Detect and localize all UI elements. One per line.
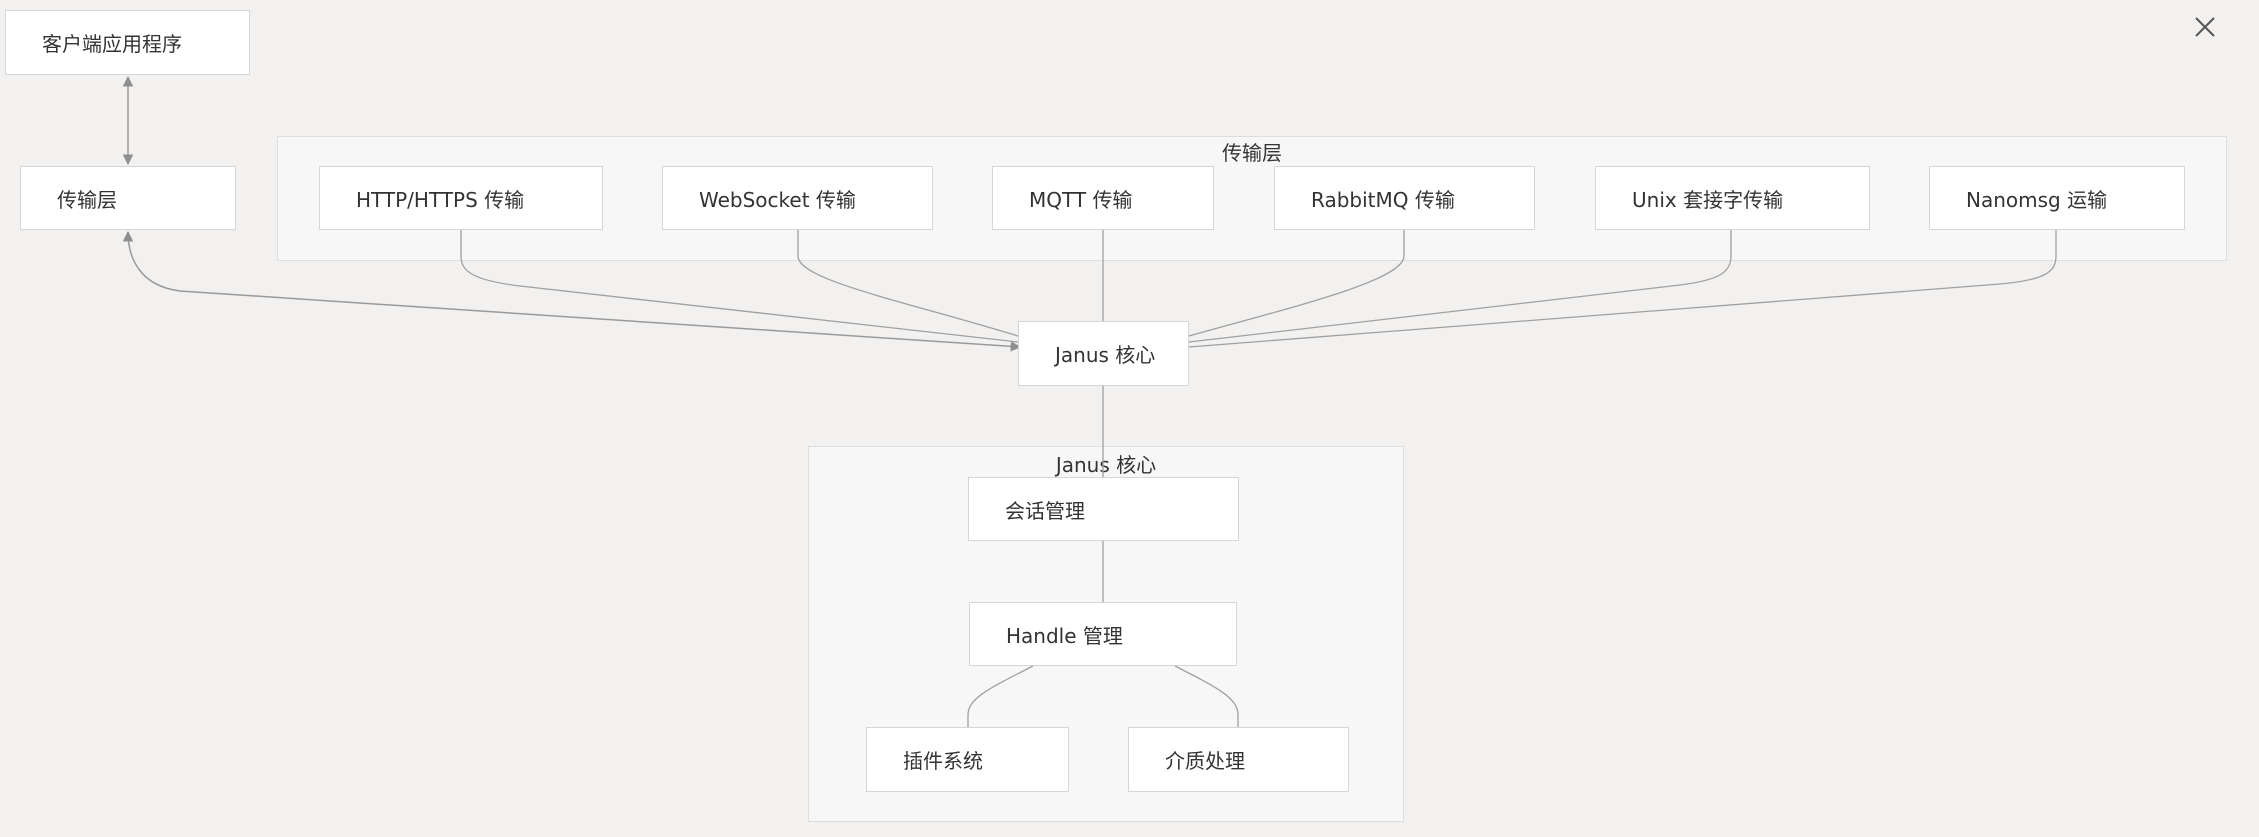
node-session-management[interactable]: 会话管理 xyxy=(968,477,1239,541)
node-rabbitmq-transport-label: RabbitMQ 传输 xyxy=(1311,187,1455,212)
node-http-transport[interactable]: HTTP/HTTPS 传输 xyxy=(319,166,603,230)
node-media-processing[interactable]: 介质处理 xyxy=(1128,727,1349,792)
node-handle-management[interactable]: Handle 管理 xyxy=(969,602,1237,666)
node-websocket-transport-label: WebSocket 传输 xyxy=(699,187,856,212)
close-button[interactable] xyxy=(2188,10,2222,44)
node-rabbitmq-transport[interactable]: RabbitMQ 传输 xyxy=(1274,166,1535,230)
node-transport-layer-label: 传输层 xyxy=(57,187,117,212)
node-mqtt-transport[interactable]: MQTT 传输 xyxy=(992,166,1214,230)
transport-layer-group-label: 传输层 xyxy=(1222,141,1282,165)
node-handle-management-label: Handle 管理 xyxy=(1006,623,1123,648)
node-websocket-transport[interactable]: WebSocket 传输 xyxy=(662,166,933,230)
node-nanomsg-transport-label: Nanomsg 运输 xyxy=(1966,187,2108,212)
node-nanomsg-transport[interactable]: Nanomsg 运输 xyxy=(1929,166,2185,230)
node-plugin-system[interactable]: 插件系统 xyxy=(866,727,1069,792)
node-plugin-system-label: 插件系统 xyxy=(903,749,983,773)
node-unix-socket-transport[interactable]: Unix 套接字传输 xyxy=(1595,166,1870,230)
node-janus-core-label: Janus 核心 xyxy=(1055,343,1156,367)
node-transport-layer[interactable]: 传输层 xyxy=(20,166,236,230)
node-media-processing-label: 介质处理 xyxy=(1165,749,1245,773)
close-icon xyxy=(2195,17,2215,37)
node-unix-socket-transport-label: Unix 套接字传输 xyxy=(1632,187,1784,212)
node-mqtt-transport-label: MQTT 传输 xyxy=(1029,187,1133,212)
node-janus-core[interactable]: Janus 核心 xyxy=(1018,321,1189,386)
node-session-management-label: 会话管理 xyxy=(1005,498,1085,523)
node-client-app[interactable]: 客户端应用程序 xyxy=(5,10,250,75)
node-client-app-label: 客户端应用程序 xyxy=(42,32,182,56)
node-http-transport-label: HTTP/HTTPS 传输 xyxy=(356,187,525,212)
janus-core-group-label: Janus 核心 xyxy=(1055,453,1157,477)
